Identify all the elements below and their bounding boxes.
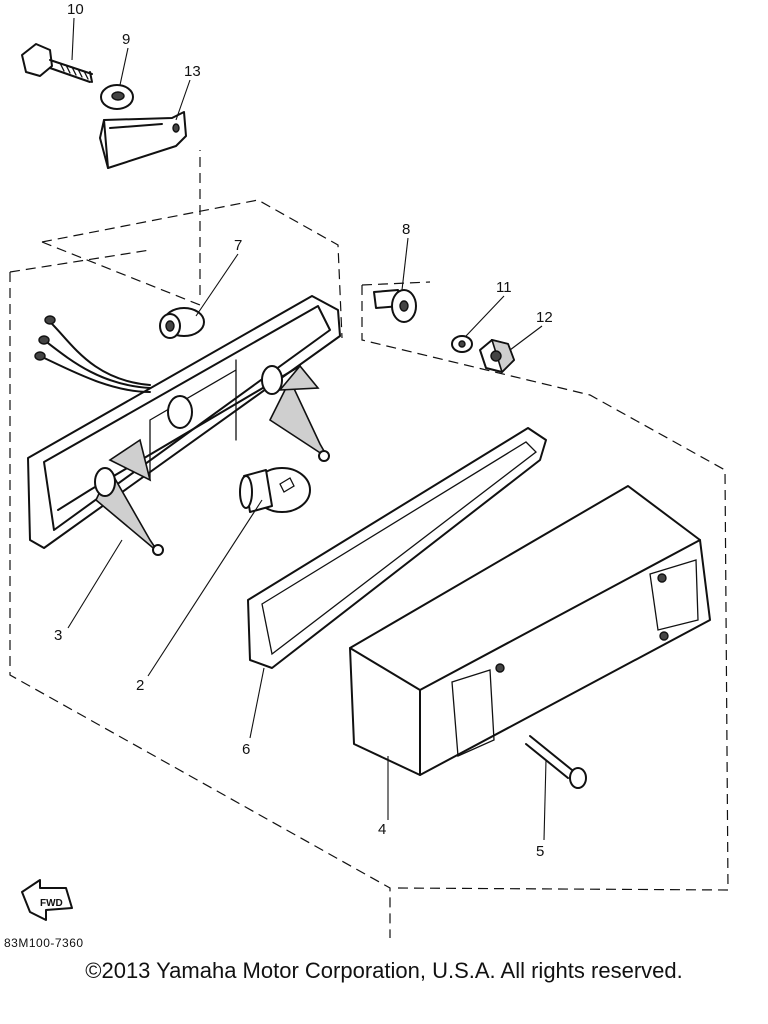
part-13-bracket (99, 111, 187, 169)
part-7-grommet (159, 307, 205, 339)
part-4-lens (349, 485, 711, 776)
part-3-lamp-housing (27, 295, 341, 556)
callout-8: 8 (402, 221, 410, 238)
part-6-gasket (247, 427, 547, 669)
part-2-bulb (239, 467, 311, 513)
part-code: 83M100-7360 (4, 936, 84, 950)
assembly-outline (9, 150, 729, 938)
fwd-arrow-icon: FWD (21, 879, 73, 921)
copyright-notice: ©2013 Yamaha Motor Corporation, U.S.A. A… (85, 958, 683, 983)
wiring-harness (34, 315, 151, 393)
part-12-nut (479, 338, 515, 374)
callout-11: 11 (496, 279, 512, 296)
callout-7: 7 (234, 237, 242, 254)
part-5-screw (525, 735, 587, 789)
callout-6: 6 (242, 741, 250, 758)
fwd-label: FWD (40, 898, 63, 909)
callout-2: 2 (136, 677, 144, 694)
callout-5: 5 (536, 843, 544, 860)
part-10-bolt (21, 43, 93, 83)
callout-13: 13 (184, 63, 201, 80)
callout-3: 3 (54, 627, 62, 644)
part-8-collar (373, 289, 417, 323)
callout-9: 9 (122, 31, 130, 48)
callout-10: 10 (67, 1, 84, 18)
callout-12: 12 (536, 309, 553, 326)
leader-lines (67, 17, 547, 841)
callout-labels: 10 9 13 7 8 11 12 3 2 6 4 5 (54, 1, 553, 860)
part-9-washer (100, 84, 134, 110)
callout-4: 4 (378, 821, 386, 838)
part-11-lock-washer (451, 335, 473, 353)
